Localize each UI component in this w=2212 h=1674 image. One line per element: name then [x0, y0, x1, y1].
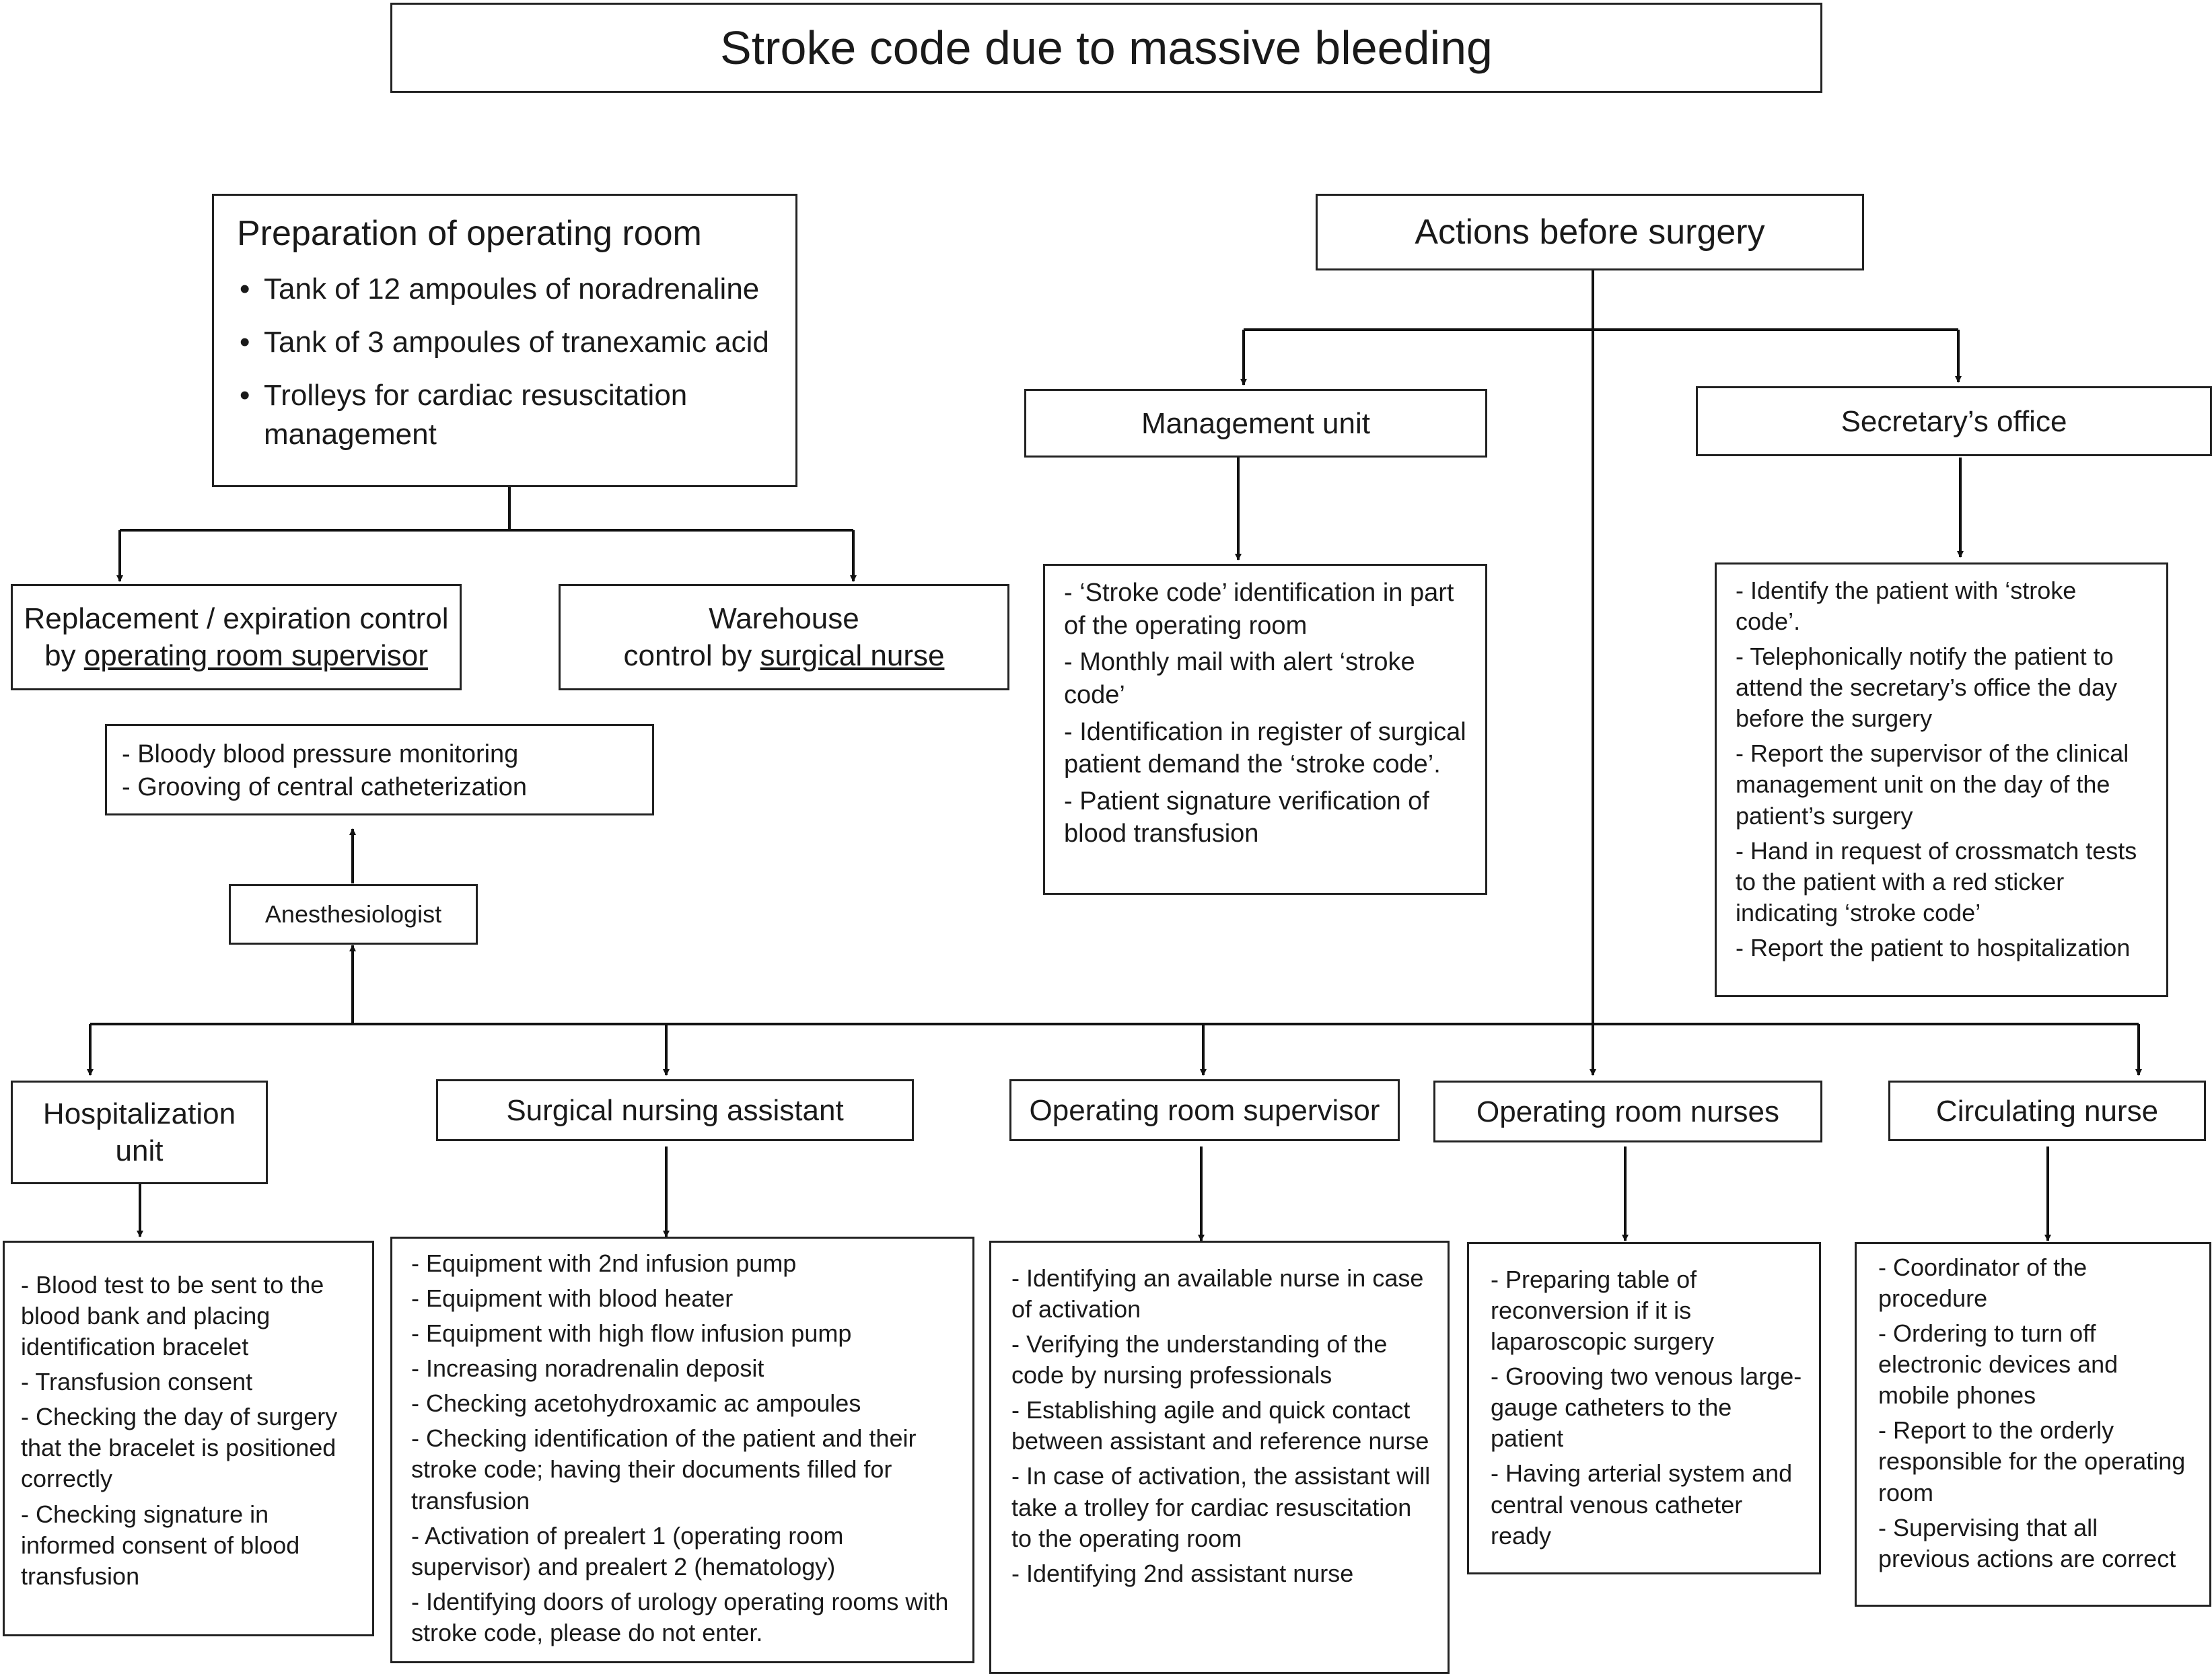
list-item: - Equipment with high flow infusion pump [411, 1319, 852, 1348]
actions-before-label: Actions before surgery [1415, 213, 1765, 252]
list-item: - Monthly mail with alert ‘stroke code’ [1064, 648, 1415, 709]
list-item: - Checking signature in informed consent… [21, 1500, 300, 1590]
hospitalization-unit-list: - Blood test to be sent to the blood ban… [3, 1241, 374, 1636]
title-text: Stroke code due to massive bleeding [720, 22, 1493, 74]
list-item: - Report the patient to hospitalization [1736, 933, 2131, 961]
list-item: - Checking identification of the patient… [411, 1424, 917, 1515]
or-nurses-list: - Preparing table of reconversion if it … [1467, 1242, 1821, 1574]
management-unit-list: - ‘Stroke code’ identification in part o… [1043, 564, 1487, 895]
list-item: - Preparing table of reconversion if it … [1491, 1266, 1715, 1356]
list-item: - Activation of prealert 1 (operating ro… [411, 1521, 844, 1580]
or-nurses-label: Operating room nurses [1476, 1095, 1779, 1128]
anesthesia-tasks-box: - Bloody blood pressure monitoring - Gro… [105, 724, 654, 815]
list-item: - Checking the day of surgery that the b… [21, 1403, 338, 1493]
list-item: - Grooving two venous large-gauge cathet… [1491, 1362, 1802, 1453]
list-item: - ‘Stroke code’ identification in part o… [1064, 579, 1454, 640]
replacement-line2: by operating room supervisor [24, 637, 449, 674]
surgical-assistant-list: - Equipment with 2nd infusion pump - Equ… [390, 1237, 974, 1663]
hospitalization-unit-box: Hospitalization unit [11, 1081, 268, 1184]
list-item: - Blood test to be sent to the blood ban… [21, 1271, 324, 1361]
surgical-assistant-label: Surgical nursing assistant [506, 1093, 844, 1127]
or-supervisor-label: Operating room supervisor [1029, 1093, 1380, 1127]
list-item: Tank of 12 ampoules of noradrenaline [237, 270, 773, 308]
list-item: - Increasing noradrenalin deposit [411, 1354, 764, 1383]
secretary-office-list: - Identify the patient with ‘stroke code… [1715, 562, 2168, 997]
list-item: - Equipment with blood heater [411, 1284, 734, 1313]
actions-before-box: Actions before surgery [1316, 194, 1864, 270]
diagram-title: Stroke code due to massive bleeding [390, 3, 1822, 93]
circulating-nurse-list: - Coordinator of the procedure - Orderin… [1855, 1242, 2211, 1607]
anesthesiologist-label: Anesthesiologist [264, 900, 442, 928]
warehouse-line1: Warehouse [709, 602, 859, 635]
list-item: - Ordering to turn off electronic device… [1878, 1319, 2118, 1410]
or-supervisor-box: Operating room supervisor [1009, 1079, 1400, 1141]
list-item: - Report the supervisor of the clinical … [1736, 739, 2129, 830]
replacement-box: Replacement / expiration control by oper… [11, 584, 462, 690]
list-item: - In case of activation, the assistant w… [1011, 1462, 1431, 1552]
list-item: - Transfusion consent [21, 1368, 253, 1396]
hospitalization-unit-label: Hospitalization unit [42, 1097, 236, 1167]
list-item: - Checking acetohydroxamic ac ampoules [411, 1389, 861, 1418]
secretary-office-box: Secretary’s office [1696, 386, 2212, 456]
warehouse-line2: control by surgical nurse [624, 637, 945, 674]
replacement-line1: Replacement / expiration control [24, 602, 449, 635]
list-item: - Telephonically notify the patient to a… [1736, 643, 2118, 733]
warehouse-box: Warehouse control by surgical nurse [559, 584, 1009, 690]
preparation-box: Preparation of operating room Tank of 12… [212, 194, 797, 487]
circulating-nurse-label: Circulating nurse [1935, 1094, 2159, 1128]
list-item: - Having arterial system and central ven… [1491, 1459, 1793, 1550]
replacement-role: operating room supervisor [83, 639, 428, 672]
secretary-office-label: Secretary’s office [1841, 404, 2067, 438]
list-item: - Bloody blood pressure monitoring [122, 740, 519, 768]
preparation-list: Tank of 12 ampoules of noradrenaline Tan… [237, 270, 773, 453]
list-item: - Establishing agile and quick contact b… [1011, 1396, 1429, 1455]
replacement-prefix: by [44, 639, 84, 672]
list-item: - Equipment with 2nd infusion pump [411, 1249, 797, 1277]
anesthesiologist-box: Anesthesiologist [229, 884, 478, 945]
list-item: Tank of 3 ampoules of tranexamic acid [237, 323, 773, 361]
surgical-assistant-box: Surgical nursing assistant [436, 1079, 914, 1141]
warehouse-prefix: control by [623, 639, 760, 672]
list-item: - Identification in register of surgical… [1064, 717, 1466, 779]
list-item: - Hand in request of crossmatch tests to… [1736, 836, 2137, 926]
list-item: - Supervising that all previous actions … [1878, 1513, 2176, 1572]
list-item: - Identifying an available nurse in case… [1011, 1264, 1424, 1323]
management-unit-box: Management unit [1024, 389, 1487, 458]
or-supervisor-list: - Identifying an available nurse in case… [989, 1241, 1450, 1674]
list-item: Trolleys for cardiac resuscitation manag… [237, 376, 773, 453]
preparation-heading: Preparation of operating room [237, 214, 702, 253]
list-item: - Report to the orderly responsible for … [1878, 1416, 2186, 1506]
list-item: - Patient signature verification of bloo… [1064, 787, 1429, 848]
management-unit-label: Management unit [1141, 406, 1370, 440]
warehouse-role: surgical nurse [760, 639, 945, 672]
list-item: - Coordinator of the procedure [1878, 1253, 2088, 1313]
list-item: - Identifying 2nd assistant nurse [1011, 1559, 1354, 1587]
or-nurses-box: Operating room nurses [1433, 1081, 1822, 1142]
list-item: - Grooving of central catheterization [122, 772, 527, 801]
list-item: - Identify the patient with ‘stroke code… [1736, 577, 2077, 636]
circulating-nurse-box: Circulating nurse [1888, 1081, 2206, 1141]
list-item: - Verifying the understanding of the cod… [1011, 1330, 1388, 1389]
list-item: - Identifying doors of urology operating… [411, 1587, 949, 1646]
